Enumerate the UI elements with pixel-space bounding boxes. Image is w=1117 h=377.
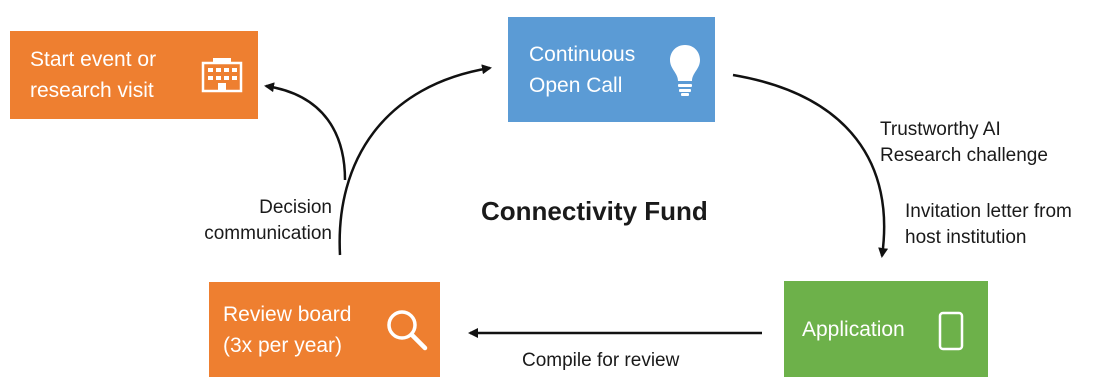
- review-board-line2: (3x per year): [223, 333, 343, 357]
- open-call-label: Continuous Open Call: [529, 39, 635, 101]
- start-event-line1: Start event or: [30, 48, 157, 71]
- challenge-line2: Research challenge: [880, 145, 1048, 166]
- open-call-node: Continuous Open Call: [508, 17, 715, 122]
- compile-label: Compile for review: [522, 350, 680, 371]
- lightbulb-icon: [670, 45, 700, 96]
- review-board-label: Review board (3x per year): [223, 299, 351, 361]
- review-board-node: Review board (3x per year): [209, 282, 440, 377]
- arrow-review-to-open-call: [338, 64, 492, 256]
- decision-line1: Decision: [259, 197, 332, 218]
- application-label: Application: [802, 317, 905, 341]
- decision-label: Decision communication: [158, 195, 332, 247]
- start-event-line2: research visit: [30, 79, 154, 102]
- start-event-label: Start event or research visit: [30, 44, 156, 106]
- challenge-line1: Trustworthy AI: [880, 119, 1001, 140]
- open-call-line2: Open Call: [529, 73, 623, 97]
- open-call-line1: Continuous: [529, 42, 636, 66]
- building-icon: [201, 58, 243, 93]
- arrow-open-call-to-application: [732, 73, 889, 258]
- tablet-icon: [938, 311, 964, 351]
- invitation-label: Invitation letter from host institution: [905, 199, 1072, 251]
- application-node: Application: [784, 281, 988, 377]
- diagram-title: Connectivity Fund: [481, 196, 708, 226]
- arrow-review-to-start-event: [264, 82, 347, 181]
- challenge-label: Trustworthy AI Research challenge: [880, 117, 1048, 169]
- invitation-line2: host institution: [905, 227, 1027, 248]
- invitation-line1: Invitation letter from: [905, 201, 1072, 222]
- magnifier-icon: [387, 310, 428, 351]
- review-board-line1: Review board: [223, 302, 352, 326]
- start-event-node: Start event or research visit: [10, 31, 258, 119]
- decision-line2: communication: [204, 223, 332, 244]
